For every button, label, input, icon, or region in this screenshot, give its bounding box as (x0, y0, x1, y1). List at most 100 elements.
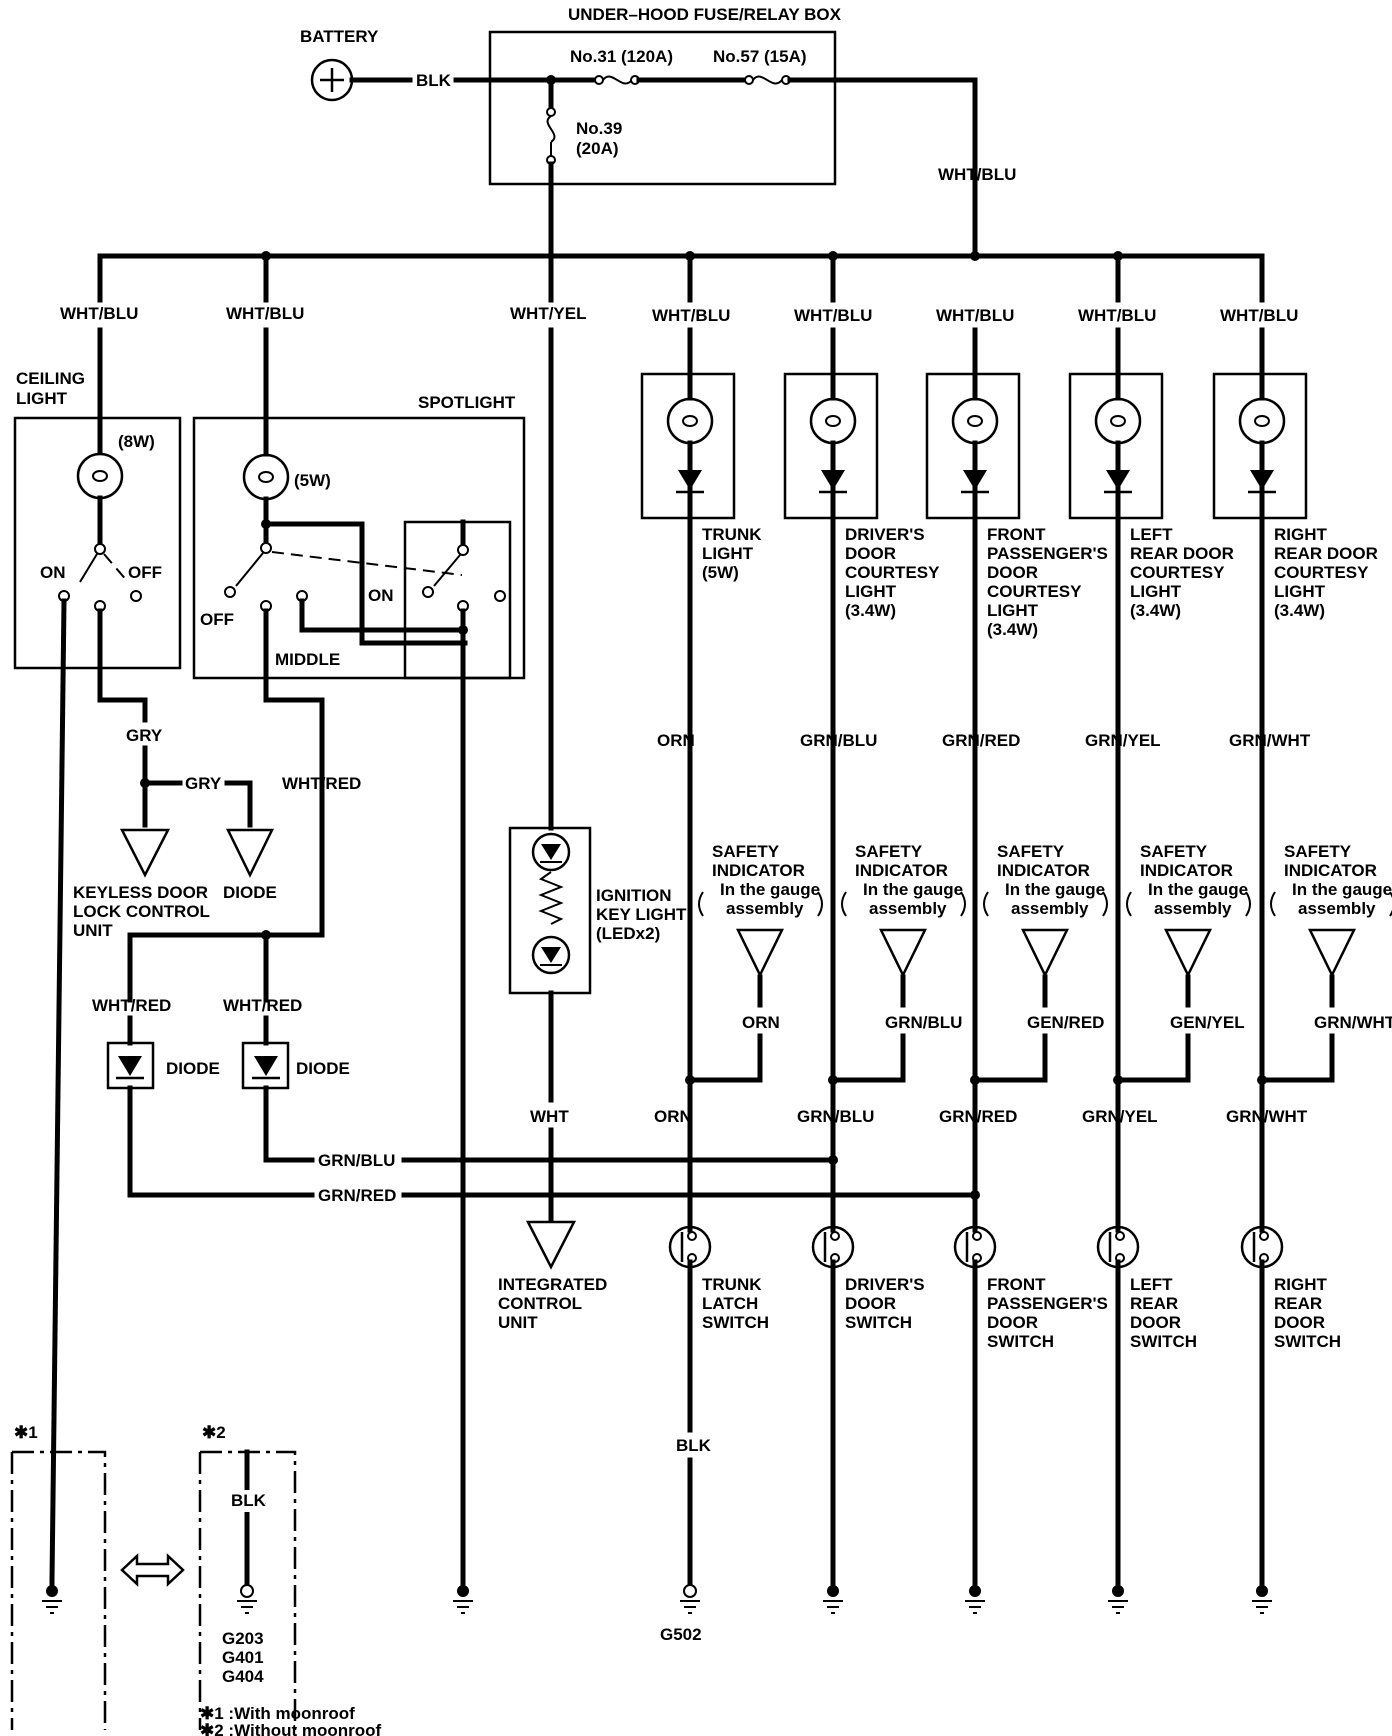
lr-switch-label-4: SWITCH (1130, 1332, 1197, 1351)
trunk-wire-label-a: ORN (657, 731, 695, 750)
ground-g401: G401 (222, 1648, 264, 1667)
rr-safety-connector-icon (1307, 928, 1357, 978)
rr-wire-label-a: GRN/WHT (1229, 731, 1311, 750)
rr-switch-label-1: RIGHT (1274, 1275, 1328, 1294)
driver-light-label-4: LIGHT (845, 582, 897, 601)
keyless-unit-connector-icon (119, 828, 171, 878)
fuse-57-label: No.57 (15A) (713, 47, 807, 66)
wire-label-blk: BLK (416, 71, 452, 90)
lr-switch-label-2: REAR (1130, 1294, 1178, 1313)
driver-light-label-2: DOOR (845, 544, 896, 563)
wire-label-wht-blu-5: WHT/BLU (936, 306, 1014, 325)
driver-safety-label-2: INDICATOR (855, 861, 948, 880)
rr-safety-label-4: assembly (1298, 899, 1376, 918)
wire-label-wht-blu-6: WHT/BLU (1078, 306, 1156, 325)
wire-label-wht-blu-top: WHT/BLU (938, 165, 1016, 184)
keyless-label-3: UNIT (73, 921, 113, 940)
battery: BATTERY (300, 27, 379, 102)
fuse-31-label: No.31 (120A) (570, 47, 673, 66)
note-marker-2: ✱2 (202, 1423, 226, 1442)
diode-right (241, 1015, 290, 1163)
fuse-box-label: UNDER–HOOD FUSE/RELAY BOX (568, 5, 842, 24)
diode-label-left: DIODE (166, 1059, 220, 1078)
driver-indicator-wire-label: GRN/BLU (885, 1013, 962, 1032)
ground-g404: G404 (222, 1667, 264, 1686)
rr-light-label-4: LIGHT (1274, 582, 1326, 601)
fuse-31 (594, 75, 640, 85)
keyless-label-2: LOCK CONTROL (73, 902, 210, 921)
wire-label-wht-yel: WHT/YEL (510, 304, 587, 323)
trunk-indicator-wire-label: ORN (742, 1013, 780, 1032)
fuse-39 (546, 107, 556, 165)
fp-light-label-1: FRONT (987, 525, 1046, 544)
wire-label-wht-blu-7: WHT/BLU (1220, 306, 1298, 325)
lr-switch-label-1: LEFT (1130, 1275, 1173, 1294)
wire-label-wht-red-2: WHT/RED (92, 996, 171, 1015)
lr-safety-label-2: INDICATOR (1140, 861, 1233, 880)
trunk-light-label-3: (5W) (702, 563, 739, 582)
ground-g203: G203 (222, 1629, 264, 1648)
trunk-ground-wire-label: BLK (676, 1436, 712, 1455)
fp-wire-label-b: GRN/RED (939, 1107, 1017, 1126)
driver-safety-label-4: assembly (869, 899, 947, 918)
trunk-switch-label-2: LATCH (702, 1294, 758, 1313)
wire-label-grn-red-bus: GRN/RED (318, 1186, 396, 1205)
spotlight-watt: (5W) (294, 471, 331, 490)
fp-wire-label-a: GRN/RED (942, 731, 1020, 750)
wht-blu-bus (97, 253, 1265, 303)
diode-left (106, 1015, 155, 1198)
spotlight-off: OFF (200, 610, 234, 629)
fp-safety-label-1: SAFETY (997, 842, 1065, 861)
driver-wire-label-b: GRN/BLU (797, 1107, 874, 1126)
fp-indicator-wire-label: GEN/RED (1027, 1013, 1104, 1032)
trunk-safety-label-2: INDICATOR (712, 861, 805, 880)
driver-safety-connector-icon (878, 928, 928, 978)
rr-switch-label-4: SWITCH (1274, 1332, 1341, 1351)
rr-light-label-5: (3.4W) (1274, 601, 1325, 620)
fp-light-label-2: PASSENGER'S (987, 544, 1108, 563)
driver-bulb-icon (809, 397, 857, 445)
fuse-57 (744, 75, 791, 85)
rr-safety-label-1: SAFETY (1284, 842, 1352, 861)
trunk-safety-connector-icon (735, 928, 785, 978)
ground-spotlight (453, 1577, 473, 1614)
lr-safety-connector-icon (1163, 928, 1213, 978)
diode-label-right: DIODE (296, 1059, 350, 1078)
lr-diode-icon (1106, 470, 1130, 490)
lr-safety-label-1: SAFETY (1140, 842, 1208, 861)
ground-box-2: ✱2 BLK BLK G203 G401 G404 (198, 1423, 297, 1730)
wire-label-wht-blu-3: WHT/BLU (652, 306, 730, 325)
ceiling-off: OFF (128, 563, 162, 582)
spotlight: SPOTLIGHT (5W) OFF MIDDLE ON (192, 327, 526, 1583)
diode-label-top: DIODE (223, 883, 277, 902)
rr-light-label-3: COURTESY (1274, 563, 1369, 582)
driver-light-label-5: (3.4W) (845, 601, 896, 620)
fp-safety-label-2: INDICATOR (997, 861, 1090, 880)
lr-wire-label-a: GRN/YEL (1085, 731, 1161, 750)
spotlight-title: SPOTLIGHT (418, 393, 516, 412)
rr-diode-icon (1250, 470, 1274, 490)
fp-light-label-5: LIGHT (987, 601, 1039, 620)
lr-safety-label-3: In the gauge (1148, 880, 1248, 899)
fuse-box (488, 30, 837, 186)
trunk-safety-label-1: SAFETY (712, 842, 780, 861)
fp-safety-label-4: assembly (1011, 899, 1089, 918)
fp-bulb-icon (951, 397, 999, 445)
rr-light-label-1: RIGHT (1274, 525, 1328, 544)
wire-label-gry-1: GRY (126, 726, 163, 745)
column-driver: DRIVER'SDOORCOURTESYLIGHT(3.4W)GRN/BLUSA… (783, 327, 966, 1614)
fp-diode-icon (963, 470, 987, 490)
fp-safety-label-3: In the gauge (1005, 880, 1105, 899)
fp-switch-label-1: FRONT (987, 1275, 1046, 1294)
keyless-label-1: KEYLESS DOOR (73, 883, 208, 902)
rr-switch-label-2: REAR (1274, 1294, 1322, 1313)
rr-switch-label-3: DOOR (1274, 1313, 1325, 1332)
fp-switch-label-4: SWITCH (987, 1332, 1054, 1351)
driver-safety-label-1: SAFETY (855, 842, 923, 861)
column-fp: FRONTPASSENGER'SDOORCOURTESYLIGHT(3.4W)G… (925, 327, 1108, 1614)
note-2: ✱2 :Without moonroof (200, 1721, 382, 1736)
ignition-label-1: IGNITION (596, 886, 672, 905)
icu-label-2: CONTROL (498, 1294, 582, 1313)
rr-indicator-wire-label: GRN/WHT (1314, 1013, 1392, 1032)
